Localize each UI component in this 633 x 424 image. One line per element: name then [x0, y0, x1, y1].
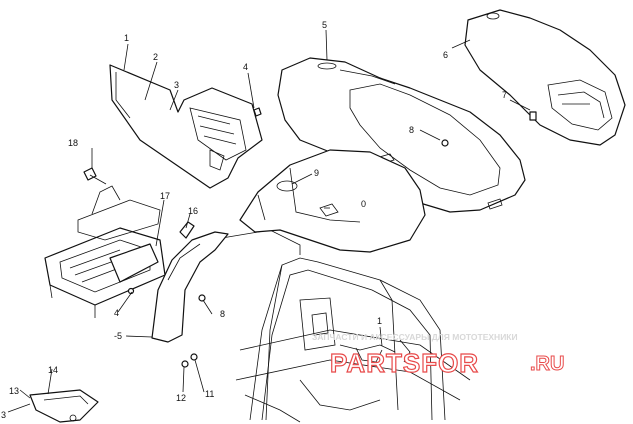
front-fender	[239, 149, 426, 253]
callout-5: 5	[322, 20, 327, 30]
callout-9: 9	[314, 168, 319, 178]
callout-4: 4	[243, 62, 248, 72]
callout-6: 6	[443, 50, 448, 60]
callout-11: 11	[205, 389, 214, 399]
mudflap	[151, 221, 229, 343]
bolt-4	[253, 107, 262, 117]
callout-4-lower: 4	[114, 308, 119, 318]
callout-8: 8	[409, 125, 414, 135]
callouts: 1 2 3 4 5 6 7 8 9 0 18 17 16 4 8 -5 1 14…	[1, 20, 507, 420]
callout-3-lower: 3	[1, 410, 6, 420]
callout-16: 16	[188, 206, 198, 216]
rear-fender	[277, 57, 526, 213]
small-fasteners	[127, 111, 537, 368]
callout-1: 1	[124, 33, 129, 43]
callout-2: 2	[153, 52, 158, 62]
leader-lines	[7, 29, 531, 413]
callout-12: 12	[176, 393, 186, 403]
callout-13: 13	[9, 386, 19, 396]
fender-cover	[464, 9, 626, 146]
callout-3: 3	[174, 80, 179, 90]
side-panel	[109, 64, 263, 189]
callout-18: 18	[68, 138, 78, 148]
small-bracket	[29, 389, 99, 423]
bolt-18	[83, 167, 107, 185]
callout-10: 0	[361, 199, 366, 209]
watermark-logo: PARTSFOR	[330, 348, 479, 378]
callout-8-lower: 8	[220, 309, 225, 319]
watermark-tagline: ЗАПЧАСТИ И АКСЕССУАРЫ ДЛЯ МОТОТЕХНИКИ	[312, 332, 518, 342]
callout-7: 7	[502, 90, 507, 100]
watermark: ЗАПЧАСТИ И АКСЕССУАРЫ ДЛЯ МОТОТЕХНИКИ PA…	[312, 332, 565, 379]
watermark-domain: .RU	[530, 353, 564, 375]
callout-14: 14	[48, 365, 58, 375]
frame	[209, 229, 471, 423]
callout-17: 17	[160, 191, 170, 201]
callout-15: -5	[114, 331, 122, 341]
callout-1-lower: 1	[377, 316, 382, 326]
footrest	[44, 185, 166, 318]
